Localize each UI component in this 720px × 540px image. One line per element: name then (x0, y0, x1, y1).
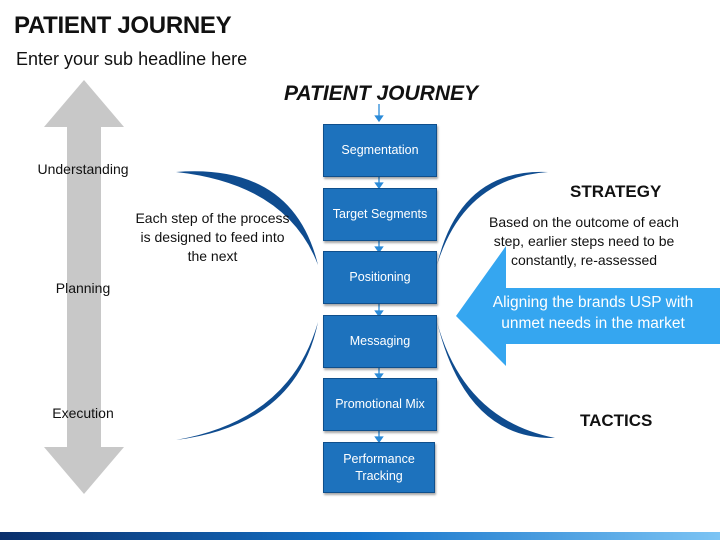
callout-text: Aligning the brands USP with unmet needs… (492, 294, 694, 332)
step-messaging: Messaging (323, 315, 437, 368)
strategy-heading: STRATEGY (570, 182, 662, 201)
axis-label-planning: Planning (55, 280, 111, 296)
step-performance-tracking: Performance Tracking (323, 442, 435, 493)
axis-label-execution: Execution (52, 405, 114, 421)
tactics-heading: TACTICS (580, 411, 653, 430)
arc-upper-left (176, 171, 318, 265)
arc-upper-right (437, 171, 548, 265)
vertical-double-arrow (44, 80, 124, 494)
page-title: PATIENT JOURNEY (14, 12, 232, 39)
callout-arrow (456, 246, 720, 366)
bottom-bar (0, 532, 720, 540)
page-subtitle: Enter your sub headline here (16, 49, 248, 69)
step-promotional-mix: Promotional Mix (323, 378, 437, 431)
left-note: Each step of the process is designed to … (135, 210, 290, 264)
diagram-title: PATIENT JOURNEY (283, 82, 479, 105)
arc-lower-right (437, 322, 555, 439)
step-positioning: Positioning (323, 251, 437, 304)
strategy-text: Based on the outcome of each step, earli… (489, 214, 679, 268)
axis-label-understanding: Understanding (37, 161, 129, 177)
step-target-segments: Target Segments (323, 188, 437, 241)
step-segmentation: Segmentation (323, 124, 437, 177)
arc-lower-left (176, 322, 318, 440)
